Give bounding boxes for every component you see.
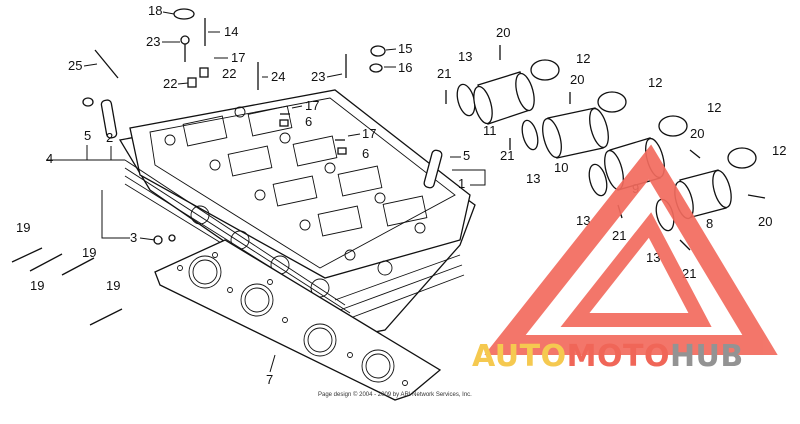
callout-c15: 15 (398, 41, 412, 56)
callout-c20d: 20 (758, 214, 772, 229)
callout-c25: 25 (68, 58, 82, 73)
callout-c11: 11 (483, 123, 497, 138)
callout-c1: 1 (458, 176, 465, 191)
callout-c22b: 22 (163, 76, 177, 91)
callout-c7: 7 (266, 372, 273, 387)
callout-c24: 24 (271, 69, 285, 84)
callout-c6b: 6 (362, 146, 369, 161)
callout-c21c: 21 (612, 228, 626, 243)
callout-c21a: 21 (437, 66, 451, 81)
callout-c13c: 13 (576, 213, 590, 228)
callout-c20c: 20 (690, 126, 704, 141)
watermark-auto: AUTOMOTOHUB (472, 339, 744, 374)
callout-c18: 18 (148, 3, 162, 18)
callout-c20b: 20 (570, 72, 584, 87)
callout-c21b: 21 (500, 148, 514, 163)
studs (11, 247, 123, 326)
callout-c3: 3 (130, 230, 137, 245)
callout-c23b: 23 (311, 69, 325, 84)
callout-c19b: 19 (30, 278, 44, 293)
callout-c13d: 13 (646, 250, 660, 265)
callout-c12c: 12 (707, 100, 721, 115)
callout-c2: 2 (106, 130, 113, 145)
callout-c17b: 17 (305, 98, 319, 113)
callout-c17a: 17 (231, 50, 245, 65)
callout-c6a: 6 (305, 114, 312, 129)
head-gasket (154, 239, 442, 401)
callout-c19a: 19 (16, 220, 30, 235)
callout-c14: 14 (224, 24, 238, 39)
callout-c13a: 13 (458, 49, 472, 64)
callout-c13b: 13 (526, 171, 540, 186)
small-parts (82, 8, 443, 245)
callout-c21d: 21 (682, 266, 696, 281)
watermark-triangle-logo (484, 144, 778, 355)
callout-c22a: 22 (222, 66, 236, 81)
callout-c12d: 12 (772, 143, 786, 158)
callout-c20a: 20 (496, 25, 510, 40)
callout-c4: 4 (46, 151, 53, 166)
callout-c8: 8 (706, 216, 713, 231)
callout-c10: 10 (554, 160, 568, 175)
callout-c5a: 5 (84, 128, 91, 143)
callout-c12a: 12 (576, 51, 590, 66)
callout-c17c: 17 (362, 126, 376, 141)
callout-c12b: 12 (648, 75, 662, 90)
leader-lines (46, 11, 486, 373)
callout-c19d: 19 (106, 278, 120, 293)
automotohub-watermark: AUTOMOTOHUB (472, 144, 778, 374)
callout-c19c: 19 (82, 245, 96, 260)
cylinder-head (118, 89, 476, 336)
callout-c16: 16 (398, 60, 412, 75)
callout-c23a: 23 (146, 34, 160, 49)
copyright-notice: Page design © 2004 - 2009 by ARI Network… (318, 391, 472, 398)
callout-c5b: 5 (463, 148, 470, 163)
